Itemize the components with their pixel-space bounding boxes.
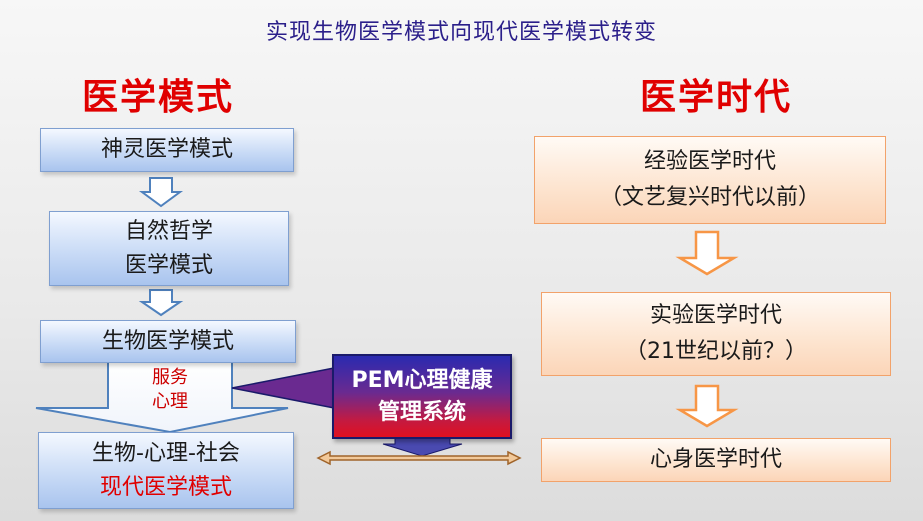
orange-down-arrow-1 (675, 230, 739, 276)
pem-line2: 管理系统 (377, 399, 466, 425)
bio-psycho-social-model-box: 生物-心理-社会 现代医学模式 (38, 432, 294, 509)
box-text-line2: 医学模式 (124, 252, 213, 278)
pem-system-box: PEM心理健康 管理系统 (332, 354, 512, 439)
down-arrow-1 (138, 177, 184, 208)
down-arrow-2 (138, 289, 184, 317)
psychosomatic-medicine-era-box: 心身医学时代 (541, 438, 891, 482)
pem-callout-pointer (231, 367, 335, 409)
divine-medical-model-box: 神灵医学模式 (40, 128, 294, 172)
service-psychology-label: 服务 心理 (135, 366, 205, 414)
experimental-medicine-era-box: 实验医学时代 （21世纪以前？） (541, 292, 891, 376)
box-text: 生物医学模式 (101, 328, 234, 354)
pem-down-arrow (382, 437, 463, 457)
biomedical-model-box: 生物医学模式 (40, 320, 296, 363)
medical-era-heading: 医学时代 (640, 77, 793, 118)
box-text-line2: 现代医学模式 (99, 474, 232, 500)
big-down-arrow (35, 361, 289, 434)
box-text-line2: （21世纪以前？） (625, 339, 807, 364)
box-text-line1: 实验医学时代 (649, 303, 782, 328)
box-text-line1: 经验医学时代 (643, 149, 776, 174)
box-text: 心身医学时代 (649, 447, 782, 472)
double-arrow (316, 450, 522, 466)
orange-down-arrow-2 (675, 384, 739, 428)
pem-line1: PEM心理健康 (351, 367, 493, 393)
box-text-line1: 生物-心理-社会 (92, 440, 240, 466)
box-text: 神灵医学模式 (100, 137, 233, 162)
label-line1: 服务 (152, 367, 188, 388)
medical-model-heading: 医学模式 (82, 77, 235, 118)
page-title: 实现生物医学模式向现代医学模式转变 (265, 20, 657, 45)
box-text-line2: （文艺复兴时代以前） (599, 185, 820, 210)
label-line2: 心理 (152, 391, 188, 412)
natural-philosophy-model-box: 自然哲学 医学模式 (49, 211, 289, 286)
empirical-medicine-era-box: 经验医学时代 （文艺复兴时代以前） (534, 136, 886, 224)
box-text-line1: 自然哲学 (124, 218, 213, 244)
